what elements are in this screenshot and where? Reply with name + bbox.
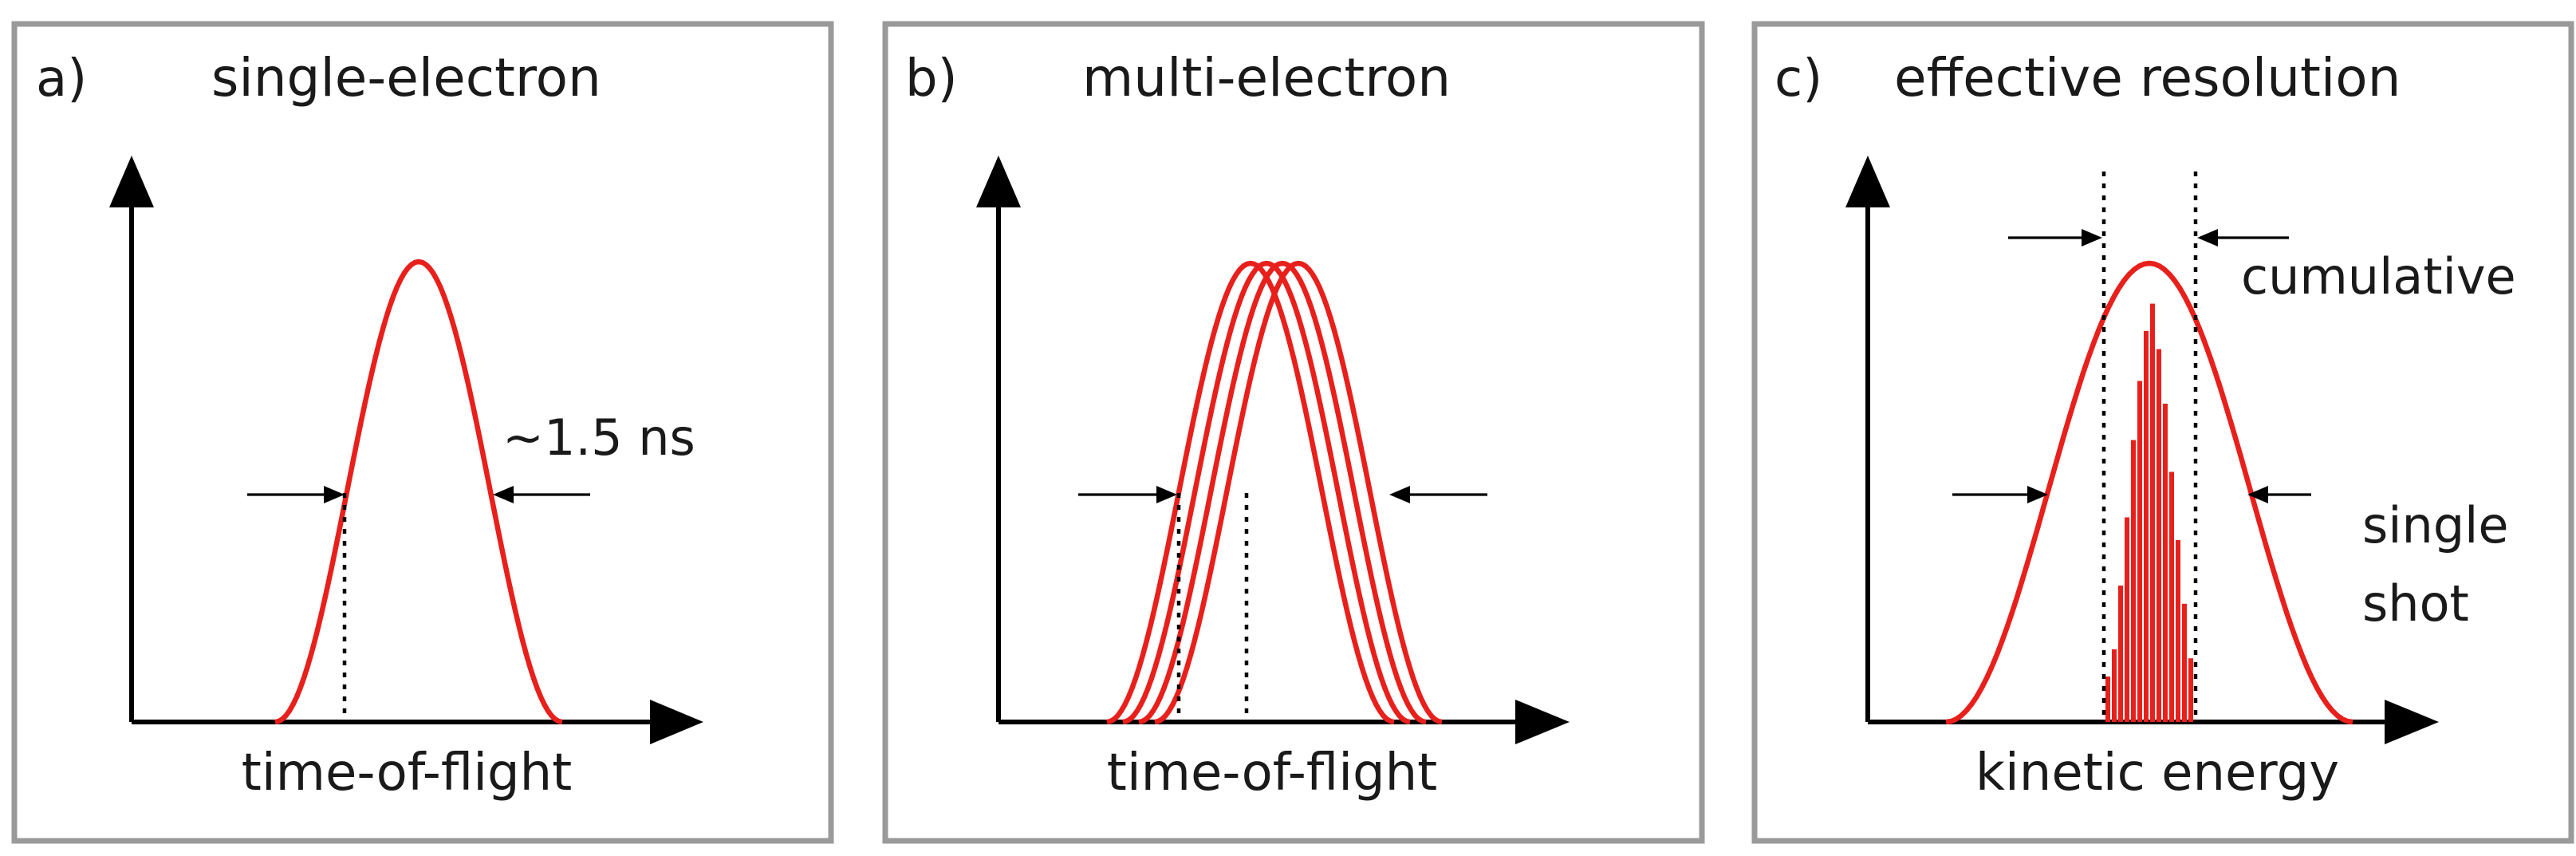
- panel-c-histogram-bar-4: [2125, 517, 2129, 722]
- panel-b-letter: b): [905, 49, 958, 108]
- panel-c-histogram-bar-2: [2112, 649, 2117, 722]
- panel-b-pulse-curve-4: [1154, 260, 1443, 725]
- panel-b-pulse-curve-3: [1138, 260, 1427, 725]
- panel-c-pulse-curve: [1945, 260, 2353, 725]
- panel-a-pulse-curve: [274, 258, 563, 725]
- panel-c-shot-label: shot: [2362, 574, 2469, 633]
- panel-c-title: effective resolution: [1894, 47, 2401, 108]
- panel-c-y-arrowhead: [1845, 156, 1890, 207]
- panel-c: c) effective resolution cumulative singl…: [1751, 21, 2574, 844]
- panel-b-pulse-curve-1: [1106, 260, 1395, 725]
- panel-a-left-arrowhead: [324, 486, 345, 503]
- panel-a-title: single-electron: [211, 47, 601, 108]
- panel-c-frame: [1751, 21, 2574, 844]
- panel-c-x-arrowhead: [2385, 700, 2439, 744]
- panel-c-histogram-bar-12: [2176, 540, 2180, 722]
- panel-c-letter: c): [1774, 49, 1822, 108]
- panel-a-width-label: ~1.5 ns: [502, 408, 695, 467]
- panel-a-x-arrowhead: [650, 700, 703, 744]
- panel-b-pulse-curves: [1106, 260, 1443, 725]
- panel-a-y-arrowhead: [109, 156, 154, 207]
- panel-c-x-label: kinetic energy: [1975, 744, 2339, 803]
- panel-b-y-arrowhead: [976, 156, 1021, 207]
- panel-b-right-arrowhead: [1389, 486, 1410, 503]
- panel-b-left-arrowhead: [1156, 486, 1177, 503]
- panel-c-histogram-bar-1: [2105, 677, 2110, 722]
- panel-c-single-label: single: [2362, 496, 2509, 554]
- panel-b-x-label: time-of-flight: [1107, 744, 1438, 803]
- panel-b-x-arrowhead: [1515, 700, 1570, 744]
- panel-c-cumulative-left-arrowhead: [2082, 229, 2102, 247]
- panel-a: a) single-electron ~1.5 ns time-of-fligh…: [11, 21, 834, 844]
- panel-c-single-left-arrowhead: [2027, 486, 2048, 503]
- panel-b-title: multi-electron: [1082, 47, 1451, 108]
- panel-c-histogram-bar-8: [2150, 303, 2155, 723]
- panel-c-histogram-bar-7: [2144, 330, 2149, 722]
- panel-c-histogram-bar-3: [2118, 586, 2123, 722]
- panel-a-x-label: time-of-flight: [242, 744, 573, 803]
- panel-c-histogram-bar-6: [2137, 381, 2142, 722]
- panel-c-histogram-bar-5: [2131, 440, 2136, 722]
- panel-c-single-right-arrowhead: [2247, 486, 2268, 503]
- panel-c-histogram-bar-13: [2182, 603, 2187, 722]
- panel-b-pulse-curve-2: [1122, 260, 1411, 725]
- panel-c-cumulative-label: cumulative: [2241, 247, 2516, 306]
- panel-a-letter: a): [36, 49, 87, 108]
- panel-a-frame: [11, 21, 834, 844]
- panel-b: b) multi-electron time-of-flight: [882, 21, 1705, 844]
- panel-c-histogram-bar-14: [2188, 658, 2193, 722]
- panel-b-frame: [882, 21, 1705, 844]
- panel-a-right-arrowhead: [493, 486, 514, 503]
- panel-c-histogram: [2105, 303, 2193, 723]
- panel-c-histogram-bar-9: [2157, 349, 2161, 722]
- panel-c-histogram-bar-10: [2163, 404, 2168, 722]
- panel-c-histogram-bar-11: [2169, 471, 2174, 722]
- panel-c-cumulative-right-arrowhead: [2197, 229, 2218, 247]
